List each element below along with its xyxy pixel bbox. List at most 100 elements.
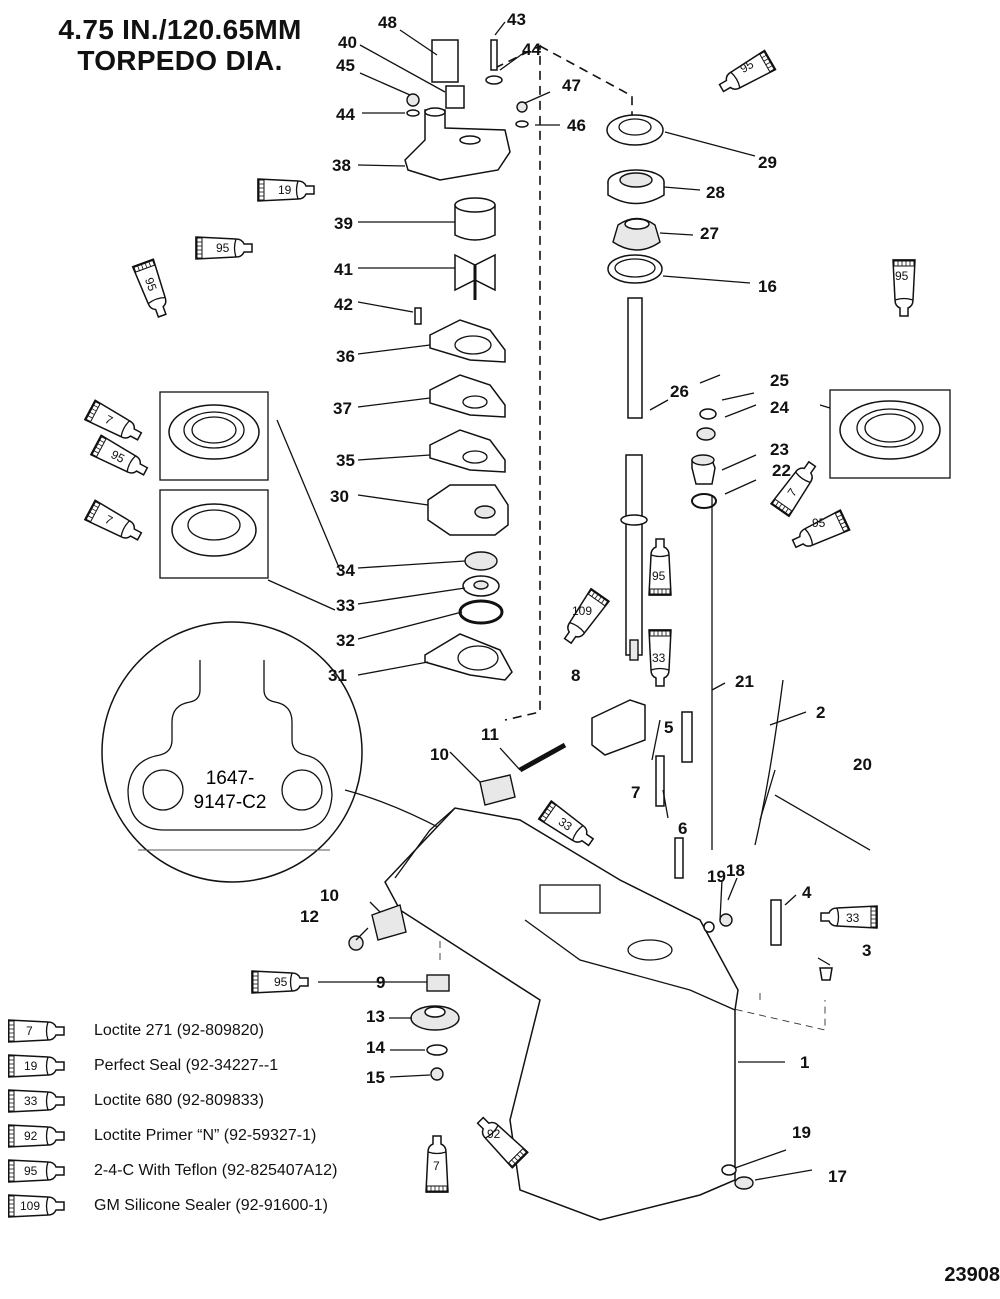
assembly-line-driveshaft	[494, 44, 541, 721]
callout-23: 23	[770, 440, 789, 459]
callout-13: 13	[366, 1007, 385, 1026]
impeller-41[interactable]	[454, 253, 496, 300]
anode-10-upper[interactable]	[479, 774, 516, 806]
water-pump-housing[interactable]	[404, 107, 511, 181]
tube-33-spring-label: 33	[652, 651, 666, 665]
legend-text: GM Silicone Sealer (92-91600-1)	[94, 1196, 328, 1214]
svg-text:95: 95	[274, 975, 288, 989]
gear-13[interactable]	[410, 1005, 460, 1031]
legend-text: 2-4-C With Teflon (92-825407A12)	[94, 1161, 338, 1179]
screw-11[interactable]	[518, 742, 567, 773]
nut-12[interactable]	[348, 935, 364, 951]
callout-labels: 48 43 40 44 45 47 44 46 38 29 28 39 27 4…	[300, 10, 872, 1186]
callout-22: 22	[772, 461, 791, 480]
nut-47[interactable]	[516, 101, 528, 113]
callout-27: 27	[700, 224, 719, 243]
pump-base-30[interactable]	[427, 484, 509, 536]
screw-17[interactable]	[734, 1176, 754, 1190]
retainer-29[interactable]	[606, 114, 664, 146]
svg-text:95: 95	[24, 1164, 38, 1178]
spring-7[interactable]	[655, 755, 665, 807]
title-line-2: TORPEDO DIA.	[77, 45, 283, 76]
insert-40[interactable]	[445, 85, 465, 109]
tube-95-shaft-label: 95	[652, 569, 666, 583]
seal-25[interactable]	[699, 408, 717, 420]
washer-14[interactable]	[426, 1044, 448, 1056]
callout-34: 34	[336, 561, 355, 580]
gasket-5[interactable]	[681, 711, 693, 763]
seal-33[interactable]	[462, 575, 500, 597]
svg-text:92: 92	[24, 1129, 38, 1143]
o-ring-22[interactable]	[691, 493, 717, 509]
anode-10-lower[interactable]	[371, 904, 407, 941]
callout-38: 38	[332, 156, 351, 175]
svg-text:19: 19	[278, 183, 292, 197]
washer-44-right[interactable]	[485, 75, 503, 85]
seal-detail-box-left-top	[159, 391, 269, 481]
gasket-36[interactable]	[429, 319, 506, 363]
callout-29: 29	[758, 153, 777, 172]
screw-4[interactable]	[770, 899, 782, 946]
screw-18[interactable]	[719, 913, 733, 927]
sleeve-48[interactable]	[431, 39, 459, 83]
nut-15[interactable]	[430, 1067, 444, 1081]
gasket-35[interactable]	[429, 429, 506, 473]
callout-10-upper: 10	[430, 745, 449, 764]
plate-37[interactable]	[429, 374, 506, 418]
callout-44-left: 44	[336, 105, 355, 124]
callout-19-upper: 19	[707, 867, 726, 886]
tube-33-housing: 33	[537, 800, 598, 852]
sealant-tube-icon: 95	[8, 1158, 65, 1183]
washer-44-left[interactable]	[406, 109, 420, 117]
cable-2[interactable]	[754, 679, 784, 846]
tube-95-seal-top: 95	[131, 258, 174, 321]
callout-11: 11	[481, 725, 499, 744]
tube-19: 19	[257, 178, 315, 202]
driveshaft-lower[interactable]	[620, 454, 648, 661]
washer-19-upper[interactable]	[703, 921, 715, 933]
tie-strap-20[interactable]	[774, 794, 871, 851]
seal-34[interactable]	[464, 551, 498, 571]
callout-31: 31	[328, 666, 347, 685]
sealant-tube-icon: 92	[8, 1123, 65, 1148]
tube-92-label: 92	[487, 1127, 501, 1141]
nut-45[interactable]	[406, 93, 420, 107]
cup-28[interactable]	[607, 169, 665, 205]
tube-95-rod-label: 95	[812, 516, 826, 530]
bracket-8[interactable]	[591, 699, 646, 756]
seal-detail-box-left-bottom	[159, 489, 269, 579]
tube-7-seal-top: 7	[84, 399, 146, 447]
callout-42: 42	[334, 295, 353, 314]
callout-40: 40	[338, 33, 357, 52]
tube-7-seal-bottom: 7	[84, 499, 146, 547]
driveshaft-upper-26[interactable]	[627, 297, 643, 419]
tube-95-shaft	[648, 538, 672, 596]
screw-43[interactable]	[490, 39, 498, 71]
washer-46[interactable]	[515, 120, 529, 128]
fitting-23[interactable]	[691, 454, 716, 485]
callout-17: 17	[828, 1167, 847, 1186]
callout-37: 37	[333, 399, 352, 418]
insert-39[interactable]	[454, 197, 496, 241]
gear-housing-1[interactable]	[384, 807, 739, 1221]
key-42[interactable]	[414, 307, 422, 325]
gasket-31[interactable]	[424, 633, 513, 681]
callout-8: 8	[571, 666, 580, 685]
callout-30: 30	[330, 487, 349, 506]
svg-text:95: 95	[109, 447, 128, 466]
seal-24[interactable]	[696, 427, 716, 441]
pin-6[interactable]	[674, 837, 684, 879]
plug-3[interactable]	[819, 967, 833, 981]
shim-16[interactable]	[607, 254, 663, 284]
callout-47: 47	[562, 76, 581, 95]
washer-19-lower[interactable]	[721, 1164, 737, 1176]
o-ring-32[interactable]	[458, 599, 504, 625]
tube-109-label: 109	[572, 604, 592, 618]
sealant-tube-icon: 19	[8, 1053, 65, 1078]
legend-item: 92 Loctite Primer “N” (92-59327-1)	[8, 1118, 337, 1153]
bearing-9[interactable]	[426, 974, 450, 992]
bearing-27[interactable]	[612, 217, 661, 251]
legend-text: Loctite 680 (92-809833)	[94, 1091, 264, 1109]
callout-3: 3	[862, 941, 871, 960]
